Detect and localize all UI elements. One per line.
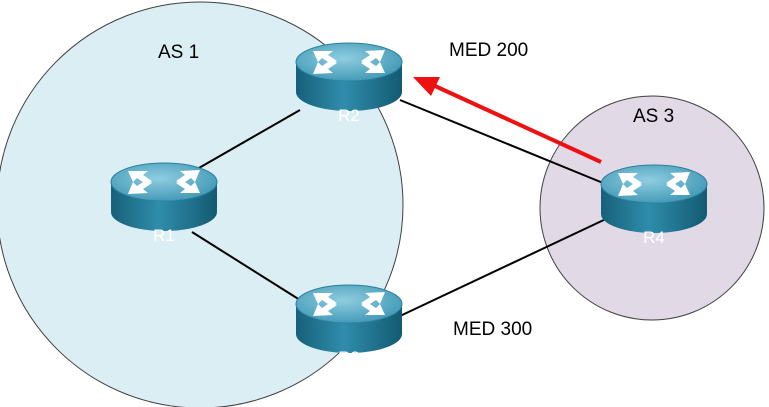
link-r1-r2 bbox=[191, 109, 301, 173]
link-r2-r4 bbox=[399, 99, 609, 186]
link-r3-r4 bbox=[399, 217, 609, 317]
as1-label: AS 1 bbox=[158, 42, 199, 63]
router-r1[interactable]: R1 bbox=[110, 162, 218, 245]
router-r1-label: R1 bbox=[153, 226, 175, 245]
med-300-label: MED 300 bbox=[453, 319, 532, 340]
med-200-label: MED 200 bbox=[449, 40, 528, 61]
links bbox=[191, 99, 609, 317]
as3-label: AS 3 bbox=[633, 106, 674, 127]
router-r2-label: R2 bbox=[338, 106, 360, 125]
router-r4[interactable]: R4 bbox=[600, 164, 708, 247]
router-r2[interactable]: R2 bbox=[295, 42, 403, 125]
router-r3-label: R3 bbox=[338, 348, 360, 367]
router-r3[interactable]: R3 bbox=[295, 284, 403, 367]
link-r1-r3 bbox=[191, 231, 301, 301]
red-arrow bbox=[413, 77, 602, 164]
router-r4-label: R4 bbox=[643, 228, 665, 247]
